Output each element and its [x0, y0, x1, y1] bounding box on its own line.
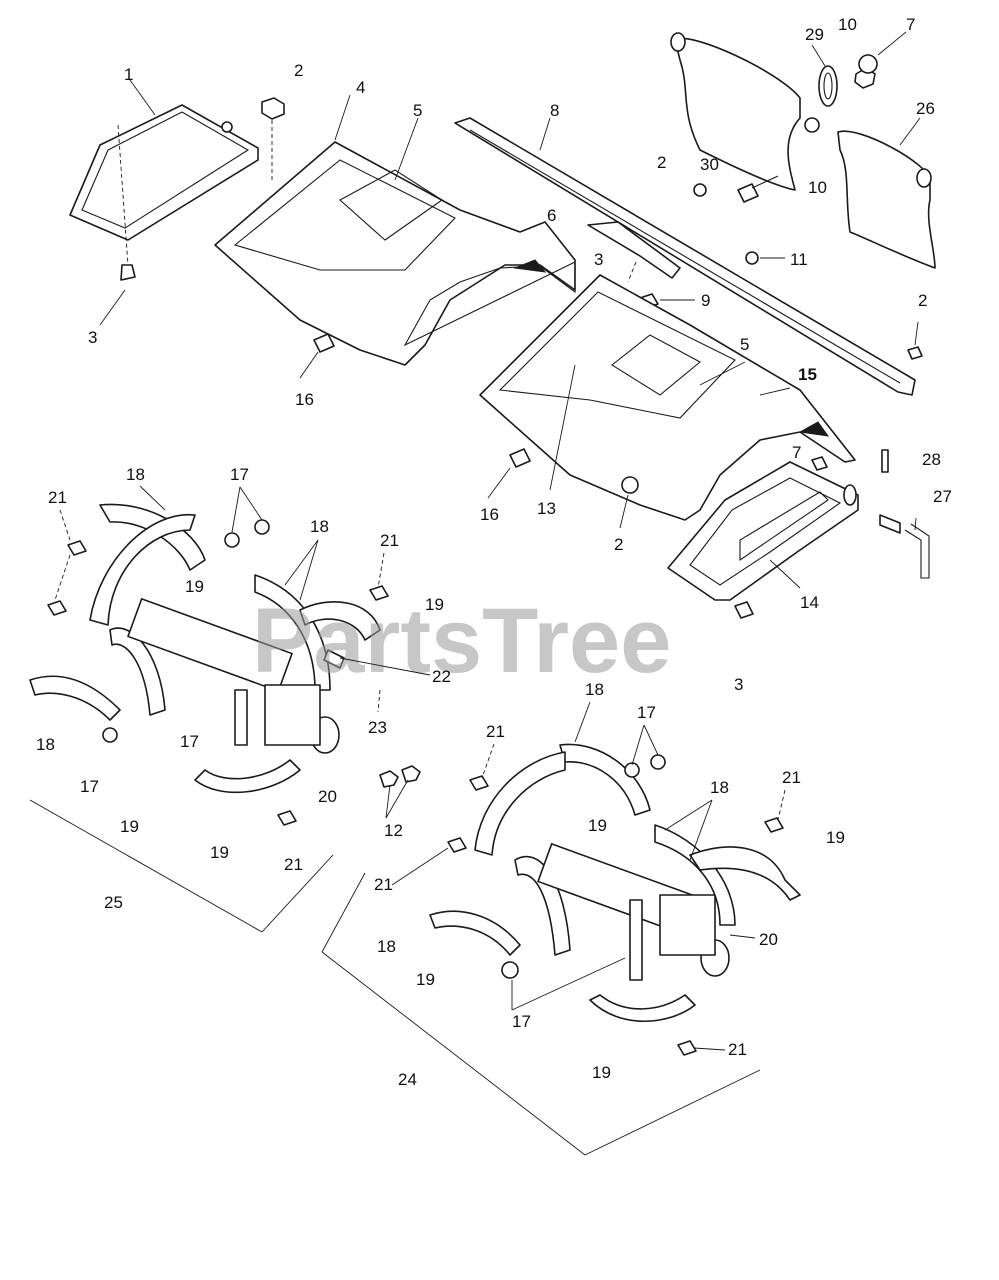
- callout-3: 3: [594, 250, 603, 269]
- callout-19: 19: [826, 828, 845, 847]
- callout-29: 29: [805, 25, 824, 44]
- callout-19: 19: [185, 577, 204, 596]
- callout-19: 19: [588, 816, 607, 835]
- part-8-hinge-bar: [454, 117, 916, 396]
- callout-18: 18: [377, 937, 396, 956]
- callout-18: 18: [710, 778, 729, 797]
- callout-19: 19: [592, 1063, 611, 1082]
- hardware-bolts-middle: [313, 333, 828, 619]
- callout-17: 17: [512, 1012, 531, 1031]
- callout-21: 21: [48, 488, 67, 507]
- callout-3: 3: [734, 675, 743, 694]
- hardware-bolts-upper: [639, 175, 923, 360]
- callout-18: 18: [310, 517, 329, 536]
- part-6-bracket: [587, 221, 681, 283]
- callout-leaders: [99, 31, 921, 589]
- callout-28: 28: [922, 450, 941, 469]
- callout-21: 21: [782, 768, 801, 787]
- callout-2: 2: [614, 535, 623, 554]
- callout-20: 20: [318, 787, 337, 806]
- callout-5: 5: [740, 335, 749, 354]
- callout-25: 25: [104, 893, 123, 912]
- callout-19: 19: [210, 843, 229, 862]
- callout-1: 1: [124, 65, 133, 84]
- tine-assembly-24: [321, 743, 801, 1156]
- callout-19: 19: [425, 595, 444, 614]
- callout-10: 10: [808, 178, 827, 197]
- tine-assembly-25: [29, 503, 381, 933]
- callout-18: 18: [585, 680, 604, 699]
- callout-17: 17: [180, 732, 199, 751]
- part-26-rear-flap: [670, 32, 936, 269]
- part-29-chain-link: [804, 54, 878, 133]
- callout-12: 12: [384, 821, 403, 840]
- callout-2: 2: [294, 61, 303, 80]
- callout-2: 2: [657, 153, 666, 172]
- callout-11: 11: [790, 250, 808, 269]
- callout-21: 21: [374, 875, 393, 894]
- callout-8: 8: [550, 101, 559, 120]
- part-14-end-plate: [667, 461, 859, 601]
- callout-20: 20: [759, 930, 778, 949]
- callout-15: 15: [798, 365, 817, 384]
- callout-3: 3: [88, 328, 97, 347]
- callout-9: 9: [701, 291, 710, 310]
- callout-13: 13: [537, 499, 556, 518]
- callout-23: 23: [368, 718, 387, 737]
- callout-17: 17: [230, 465, 249, 484]
- callout-22: 22: [432, 667, 451, 686]
- callout-14: 14: [800, 593, 819, 612]
- callout-16: 16: [480, 505, 499, 524]
- callout-4: 4: [356, 78, 365, 97]
- callout-18: 18: [126, 465, 145, 484]
- callout-17: 17: [80, 777, 99, 796]
- callout-21: 21: [380, 531, 399, 550]
- callout-19: 19: [120, 817, 139, 836]
- callout-2: 2: [918, 291, 927, 310]
- callout-7: 7: [792, 443, 801, 462]
- callout-24: 24: [398, 1070, 417, 1089]
- callout-5: 5: [413, 101, 422, 120]
- callout-leaders-lower: [54, 485, 786, 1051]
- callout-18: 18: [36, 735, 55, 754]
- callout-19: 19: [416, 970, 435, 989]
- callout-17: 17: [637, 703, 656, 722]
- part-2-nut-top: [261, 97, 285, 180]
- part-1-end-plate: [69, 104, 259, 281]
- callout-labels: 1 2 3 4 5 16 8 6 3 2 30 29 10 7 10 26 11…: [36, 15, 952, 1089]
- part-15-right-shield: [479, 274, 856, 521]
- callout-21: 21: [728, 1040, 747, 1059]
- callout-30: 30: [700, 155, 719, 174]
- callout-6: 6: [547, 206, 556, 225]
- watermark: PartsTree: [252, 590, 671, 692]
- callout-26: 26: [916, 99, 935, 118]
- callout-21: 21: [486, 722, 505, 741]
- callout-21: 21: [284, 855, 303, 874]
- part-4-left-shield: [214, 141, 576, 366]
- callout-7: 7: [906, 15, 915, 34]
- callout-16: 16: [295, 390, 314, 409]
- part-27-hitch-pin: [879, 449, 930, 579]
- callout-10: 10: [838, 15, 857, 34]
- callout-27: 27: [933, 487, 952, 506]
